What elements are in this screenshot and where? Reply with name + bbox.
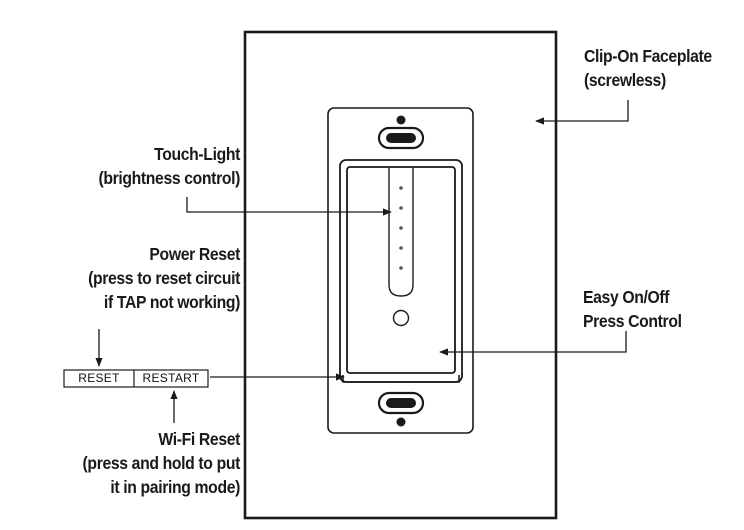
touch-light-label-line1: Touch-Light xyxy=(154,144,240,164)
power-reset-label-line2: (press to reset circuit xyxy=(88,268,240,288)
easy-press-label-line1: Easy On/Off xyxy=(583,287,670,307)
clip-on-faceplate-label: Clip-On Faceplate (screwless) xyxy=(584,44,744,92)
bottom-oval-slot-icon xyxy=(377,391,425,415)
led-dot-icon xyxy=(399,266,403,270)
top-oval-slot-inner xyxy=(386,133,416,143)
top-oval-slot-icon xyxy=(377,126,425,150)
bottom-oval-slot-inner xyxy=(386,398,416,408)
power-reset-label: Power Reset (press to reset circuit if T… xyxy=(28,242,240,314)
led-dot-icon xyxy=(399,226,403,230)
wifi-reset-label-line3: it in pairing mode) xyxy=(110,477,241,497)
switch-paddle[interactable] xyxy=(346,166,456,374)
paddle-ledge xyxy=(342,375,460,383)
clip-on-label-line2: (screwless) xyxy=(584,70,666,90)
sensor-circle-icon xyxy=(392,309,410,327)
led-dot-icon xyxy=(399,206,403,210)
easy-press-label-line2: Press Control xyxy=(583,311,682,331)
power-reset-label-line3: if TAP not working) xyxy=(103,292,241,312)
wall-plate xyxy=(327,107,474,434)
clip-on-label-line1: Clip-On Faceplate xyxy=(584,46,712,66)
easy-press-label: Easy On/Off Press Control xyxy=(583,285,718,333)
touch-light-strip[interactable] xyxy=(388,167,414,297)
led-dot-icon xyxy=(399,246,403,250)
clip-on-leader-arrow-icon xyxy=(535,100,629,125)
reset-button[interactable]: RESET xyxy=(78,371,120,385)
power-reset-label-line1: Power Reset xyxy=(149,244,240,264)
touch-light-label-line2: (brightness control) xyxy=(98,168,240,188)
reset-restart-box xyxy=(63,369,209,388)
wifi-reset-label-line2: (press and hold to put xyxy=(82,453,241,473)
touch-light-label: Touch-Light (brightness control) xyxy=(42,142,240,190)
easy-press-leader-arrow-icon xyxy=(439,331,627,356)
clip-on-faceplate xyxy=(243,30,558,520)
wifi-reset-label: Wi-Fi Reset (press and hold to put it in… xyxy=(28,427,241,499)
bottom-screw-hole-icon xyxy=(396,417,406,427)
led-dot-icon xyxy=(399,186,403,190)
touch-light-leader-arrow-icon xyxy=(186,197,392,216)
restart-button[interactable]: RESTART xyxy=(142,371,200,385)
wifi-reset-label-line1: Wi-Fi Reset xyxy=(158,429,240,449)
switch-frame xyxy=(339,159,463,383)
top-screw-hole-icon xyxy=(396,115,406,125)
